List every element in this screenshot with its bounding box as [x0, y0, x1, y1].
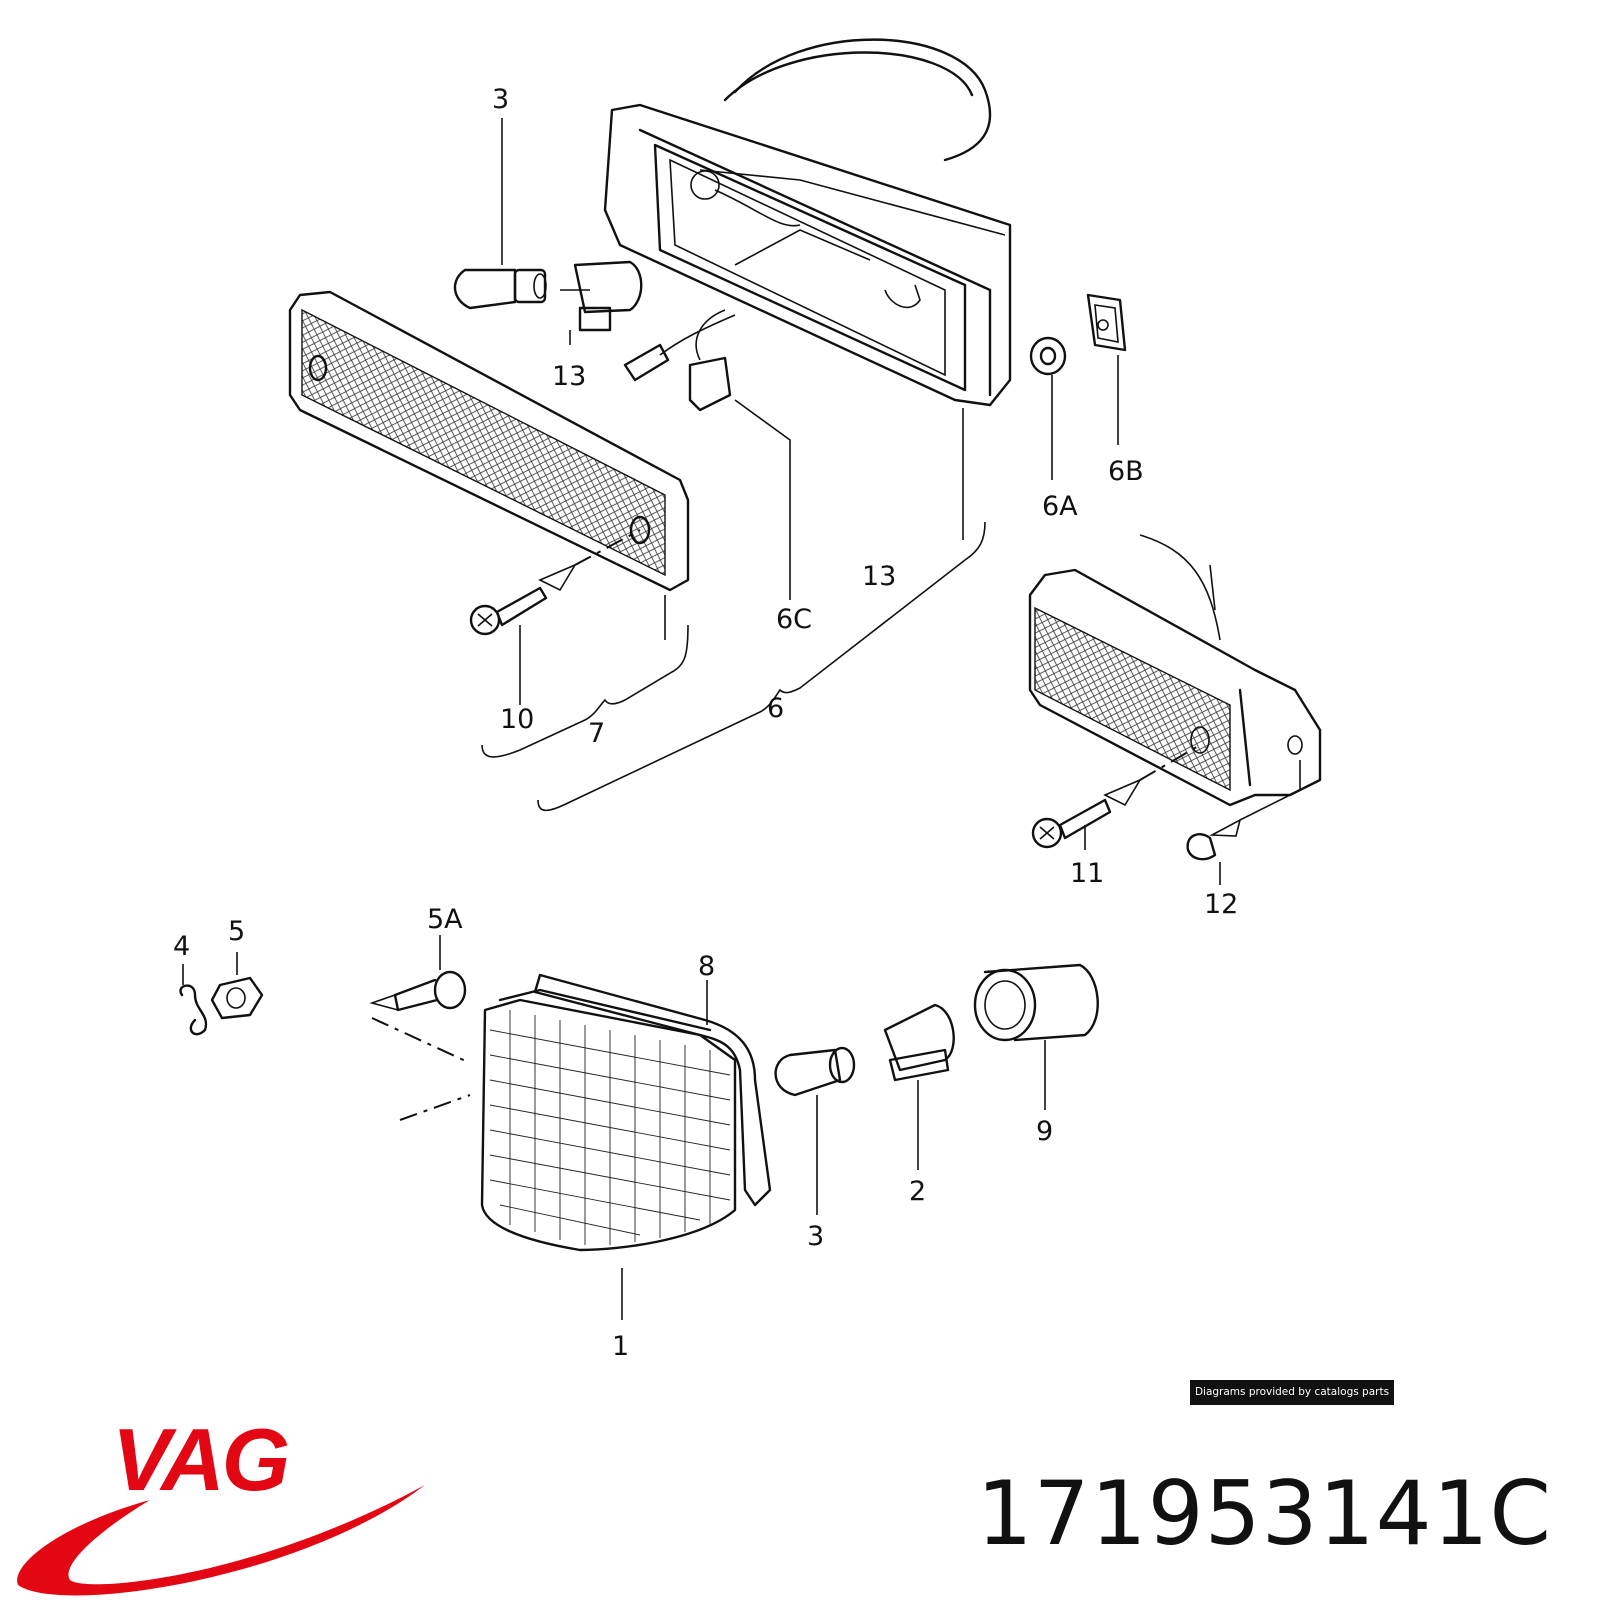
callout-13-small: 13: [552, 361, 586, 392]
lens-1: [480, 988, 737, 1252]
washer-6a: [1029, 336, 1067, 376]
callout-6: 6: [767, 693, 784, 724]
socket-2: [883, 1003, 955, 1082]
logo-wordmark: VAG: [112, 1410, 288, 1509]
callout-10: 10: [500, 704, 534, 735]
callout-7: 7: [588, 718, 605, 749]
washer-4: [179, 984, 208, 1036]
reflector-lens-left: [288, 290, 690, 592]
clip-6b: [1086, 293, 1127, 352]
side-marker-right: [1028, 534, 1322, 807]
vag-logo: VAG: [17, 1410, 425, 1596]
part-number: 171953141C: [976, 1462, 1552, 1565]
bulb-socket-top: [560, 260, 643, 332]
callout-6c: 6C: [776, 604, 812, 635]
lamp-housing: [603, 38, 1012, 407]
screw-12: [1186, 760, 1301, 861]
logo-swoosh: [17, 1485, 425, 1596]
screw-5a: [369, 970, 471, 1121]
leader-lines: [182, 118, 1221, 1320]
callout-6b: 6B: [1108, 456, 1144, 487]
gasket-8: [533, 973, 772, 1207]
callout-3-bottom: 3: [807, 1221, 824, 1252]
callout-5a: 5A: [427, 904, 463, 935]
callout-12: 12: [1204, 889, 1238, 920]
callout-11: 11: [1070, 858, 1104, 889]
wiring-connector: [623, 309, 736, 412]
diagram-credit: Diagrams provided by catalogs parts: [1190, 1380, 1394, 1405]
grommet-9: [973, 963, 1099, 1042]
screw-10: [469, 529, 641, 636]
screw-11: [1031, 744, 1201, 849]
callout-9: 9: [1036, 1116, 1053, 1147]
callout-1: 1: [612, 1331, 629, 1362]
callout-2: 2: [909, 1176, 926, 1207]
bulb-top: [453, 268, 547, 310]
callout-6a: 6A: [1042, 491, 1078, 522]
callout-5: 5: [228, 916, 245, 947]
callout-13-large: 13: [862, 561, 896, 592]
nut-5: [210, 976, 264, 1020]
bulb-3-bottom: [774, 1046, 856, 1097]
callout-8: 8: [698, 951, 715, 982]
callout-3-top: 3: [492, 84, 509, 115]
callout-4: 4: [173, 931, 190, 962]
